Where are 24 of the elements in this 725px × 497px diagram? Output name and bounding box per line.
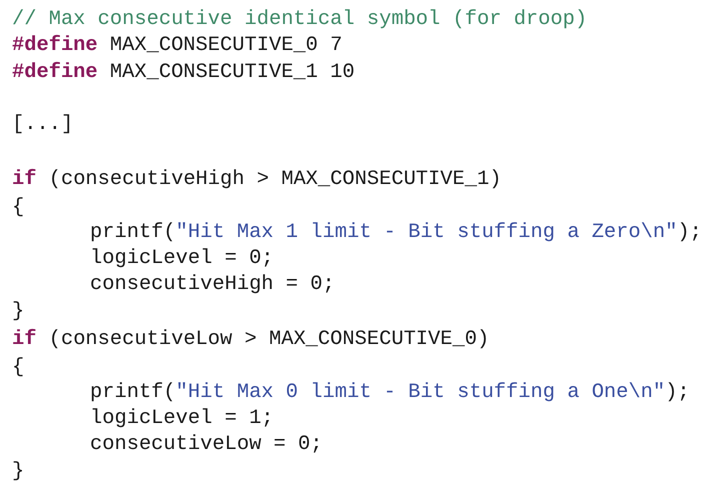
code-text: {	[12, 356, 24, 380]
code-text: logicLevel = 1;	[90, 407, 274, 431]
keyword: #define	[12, 61, 98, 85]
keyword: #define	[12, 34, 98, 58]
keyword: if	[12, 328, 36, 352]
code-text: (consecutiveLow > MAX_CONSECUTIVE_0)	[48, 328, 490, 352]
code-text: }	[12, 460, 24, 484]
code-text: MAX_CONSECUTIVE_1 10	[110, 61, 355, 85]
code-text: consecutiveLow = 0;	[90, 433, 322, 457]
code-text: printf(	[90, 221, 176, 245]
code-text: {	[12, 196, 24, 220]
code-comment: // Max consecutive identical symbol (for droop)	[12, 8, 588, 32]
string-literal: "Hit Max 1 limit - Bit stuffing a Zero\n"	[176, 221, 678, 245]
code-text: consecutiveHigh = 0;	[90, 273, 335, 297]
code-text: logicLevel = 0;	[90, 247, 274, 271]
string-literal: "Hit Max 0 limit - Bit stuffing a One\n"	[176, 381, 666, 405]
keyword: if	[12, 168, 36, 192]
code-text: (consecutiveHigh > MAX_CONSECUTIVE_1)	[48, 168, 502, 192]
code-text: );	[677, 221, 702, 245]
code-text: printf(	[90, 381, 176, 405]
code-text: }	[12, 300, 24, 324]
code-text: [...]	[12, 113, 74, 137]
code-text: );	[665, 381, 690, 405]
code-text: MAX_CONSECUTIVE_0 7	[110, 34, 342, 58]
